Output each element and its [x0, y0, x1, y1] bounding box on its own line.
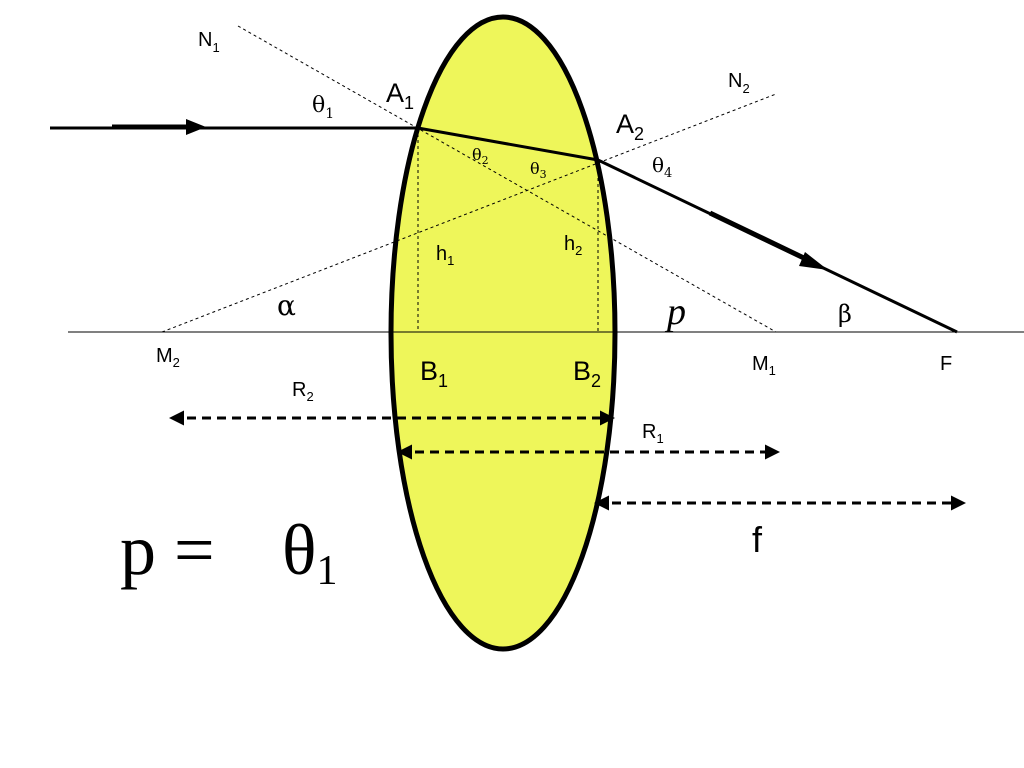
label-h1: h1	[436, 243, 454, 268]
formula-rhs: θ1	[282, 510, 338, 594]
label-theta4: θ4	[652, 153, 672, 181]
incident-ray-arrowhead	[186, 119, 206, 135]
normal-line-n1	[237, 25, 777, 333]
label-r2: R2	[292, 379, 314, 404]
formula-lhs: p =	[120, 510, 215, 590]
refracted-ray-inside	[417, 126, 599, 162]
label-n1: N1	[198, 29, 220, 55]
label-beta: β	[838, 300, 852, 328]
label-a2: A2	[616, 109, 644, 144]
lens	[388, 14, 618, 652]
label-m1: M1	[752, 353, 776, 378]
label-a1: A1	[386, 78, 414, 113]
label-focal-length-f: f	[752, 519, 763, 560]
normal-line-n2	[161, 93, 777, 333]
exit-ray-emphasis	[708, 210, 810, 263]
label-r1: R1	[642, 421, 664, 446]
label-theta3: θ3	[530, 159, 547, 181]
label-theta2: θ2	[472, 145, 489, 167]
label-p: p	[664, 291, 686, 333]
label-b2: B2	[573, 356, 601, 391]
label-n2: N2	[728, 70, 750, 96]
label-alpha: α	[277, 289, 296, 322]
label-m2: M2	[156, 345, 180, 370]
label-b1: B1	[420, 356, 448, 391]
exit-ray-arrowhead	[799, 252, 828, 270]
label-focal-point-f: F	[940, 353, 952, 375]
label-theta1: θ1	[312, 93, 334, 122]
label-h2: h2	[564, 233, 582, 258]
